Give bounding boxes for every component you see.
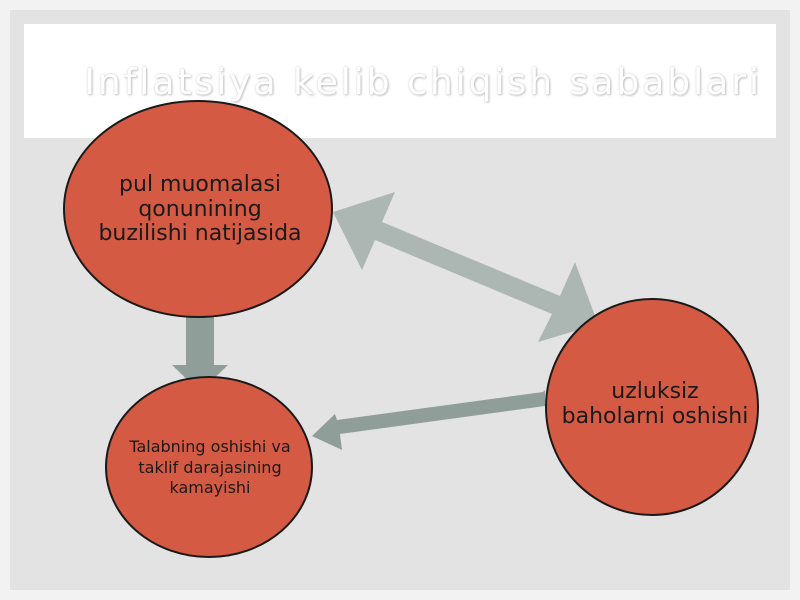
node-right-label: uzluksiz baholarni oshishi xyxy=(561,379,749,429)
node-top-left-shape xyxy=(63,100,333,318)
node-right-shape xyxy=(545,298,759,516)
left-arrow xyxy=(312,390,545,450)
node-top-left-label: pul muomalasi qonunining buzilishi natij… xyxy=(98,172,302,247)
node-bottom-left-label: Talabning oshishi va taklif darajasining… xyxy=(129,436,291,498)
slide-title: Inflatsiya kelib chiqish sabablari xyxy=(84,62,762,103)
double-arrow xyxy=(333,192,598,342)
node-bottom-left-shape xyxy=(105,376,313,558)
down-arrow xyxy=(172,312,228,392)
